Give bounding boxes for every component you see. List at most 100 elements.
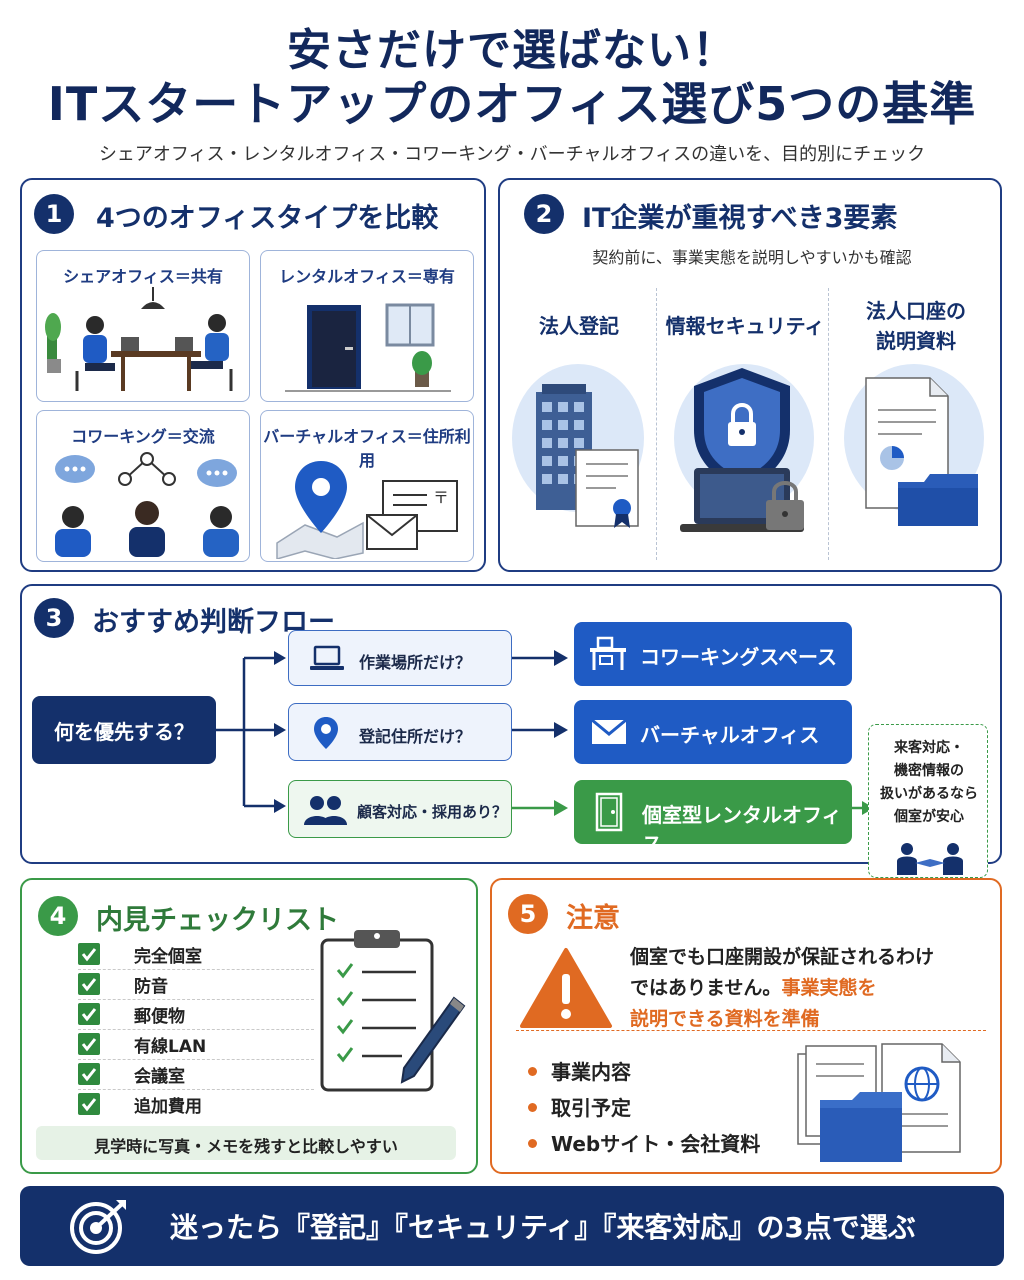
- divider: [656, 288, 657, 560]
- section2-subtitle: 契約前に、事業実態を説明しやすいかも確認: [592, 248, 912, 267]
- svg-text:〒: 〒: [433, 488, 449, 507]
- section2-panel: 2 IT企業が重視すべき3要素 契約前に、事業実態を説明しやすいかも確認 法人登…: [498, 178, 1002, 572]
- target-icon: [70, 1200, 126, 1254]
- card-rental-office: レンタルオフィス＝専有: [260, 250, 474, 402]
- door-illustration-icon: [285, 303, 451, 392]
- section5-warning: 個室でも口座開設が保証されるわけ ではありません。事業実態を 説明できる資料を準…: [630, 942, 934, 1035]
- flow-side-note: 来客対応・ 機密情報の 扱いがあるなら 個室が安心: [868, 724, 988, 878]
- flow-result-coworking-label: コワーキングスペース: [640, 645, 837, 669]
- checklist-item-label: 完全個室: [134, 947, 202, 967]
- map-pin-mail-illustration-icon: 〒: [276, 461, 458, 559]
- checklist-item[interactable]: 有線LAN: [78, 1030, 314, 1060]
- flow-start-box: 何を優先する？: [32, 696, 216, 764]
- laptop-icon: [310, 645, 344, 670]
- bullet-dot-icon: [528, 1103, 537, 1112]
- building-certificate-icon: [512, 364, 644, 528]
- checkbox-checked-icon[interactable]: [78, 973, 100, 995]
- summary-message: 迷ったら『登記』『セキュリティ』『来客対応』の3点で選ぶ: [170, 1211, 916, 1244]
- flow-side-note-text: 来客対応・ 機密情報の 扱いがあるなら 個室が安心: [869, 737, 989, 829]
- clipboard-pen-icon: [320, 930, 466, 1092]
- flow-start-label: 何を優先する？: [54, 720, 194, 744]
- checklist-item[interactable]: 郵便物: [78, 1000, 314, 1030]
- section5-panel: 5 注意 個室でも口座開設が保証されるわけ ではありません。事業実態を 説明でき…: [490, 878, 1002, 1174]
- flow-result-coworking[interactable]: コワーキングスペース: [574, 622, 852, 686]
- section2-number: 2: [524, 194, 564, 234]
- bullet-item-label: 取引予定: [551, 1096, 631, 1120]
- flow-question-address-only[interactable]: 登記住所だけ？: [288, 703, 512, 761]
- flow-side-note-line4: 個室が安心: [894, 809, 964, 825]
- section1-number: 1: [34, 194, 74, 234]
- checklist-item-label: 防音: [134, 977, 168, 997]
- coworking-illustration-icon: [55, 452, 239, 557]
- checkbox-checked-icon[interactable]: [78, 1033, 100, 1055]
- requirement-security-label: 情報セキュリティ: [665, 314, 825, 338]
- requirement-bank-docs-line2: 説明資料: [876, 329, 956, 353]
- flow-question-client-hiring[interactable]: 顧客対応・採用あり？: [288, 780, 512, 838]
- bullet-dot-icon: [528, 1067, 537, 1076]
- bullet-item: 取引予定: [528, 1092, 631, 1121]
- checklist-item[interactable]: 完全個室: [78, 940, 314, 970]
- section5-warning-highlight1: 事業実態を: [781, 977, 877, 999]
- envelope-icon: [591, 718, 627, 744]
- bullet-item: 事業内容: [528, 1056, 631, 1085]
- flow-result-private-rental-label: 個室型レンタルオフィス: [642, 803, 842, 856]
- requirement-bank-docs-line1: 法人口座の: [866, 299, 966, 323]
- section5-warning-line2: ではありません。: [630, 977, 782, 999]
- document-folder-icon: [844, 364, 984, 526]
- people-icon: [304, 796, 347, 825]
- location-pin-icon: [314, 717, 338, 749]
- card-rental-office-label: レンタルオフィス＝専有: [279, 267, 455, 286]
- checklist-item-label: 会議室: [134, 1067, 185, 1087]
- security-shield-lock-icon: [674, 364, 814, 532]
- card-virtual-office: バーチャルオフィス＝住所利用 〒: [260, 410, 474, 562]
- flow-result-private-rental[interactable]: 個室型レンタルオフィス: [574, 780, 852, 856]
- checklist-tip-text: 見学時に写真・メモを残すと比較しやすい: [94, 1137, 398, 1156]
- section5-number: 5: [508, 894, 548, 934]
- door-icon: [595, 792, 623, 832]
- checkbox-checked-icon[interactable]: [78, 1063, 100, 1085]
- page-title-line1: 安さだけで選ばない！: [287, 25, 737, 76]
- section2-title: IT企業が重視すべき3要素: [582, 203, 898, 234]
- flow-side-note-line2: 機密情報の: [894, 763, 964, 779]
- card-share-office: シェアオフィス＝共有: [36, 250, 250, 402]
- checklist-tip-box: 見学時に写真・メモを残すと比較しやすい: [36, 1126, 456, 1160]
- bullet-item-label: 事業内容: [551, 1060, 631, 1084]
- card-coworking: コワーキング＝交流: [36, 410, 250, 562]
- checkbox-checked-icon[interactable]: [78, 1003, 100, 1025]
- page-title-line2: ITスタートアップのオフィス選び5つの基準: [47, 77, 977, 131]
- flow-result-virtual[interactable]: バーチャルオフィス: [574, 700, 852, 764]
- flow-question-address-only-label: 登記住所だけ？: [359, 727, 472, 746]
- flow-side-note-line1: 来客対応・: [894, 740, 964, 756]
- bullet-item-label: Webサイト・会社資料: [551, 1132, 761, 1156]
- checklist-item-label: 追加費用: [134, 1097, 202, 1117]
- section5-title: 注意: [566, 903, 620, 934]
- section3-number: 3: [34, 598, 74, 638]
- card-share-office-label: シェアオフィス＝共有: [63, 267, 223, 286]
- flow-side-note-line3: 扱いがあるなら: [880, 786, 978, 802]
- section4-title: 内見チェックリスト: [96, 905, 339, 936]
- warning-triangle-icon: [520, 948, 612, 1028]
- desk-icon: [590, 636, 626, 670]
- flow-question-work-only-label: 作業場所だけ？: [359, 653, 472, 672]
- checklist-item[interactable]: 会議室: [78, 1060, 314, 1090]
- divider: [828, 288, 829, 560]
- requirement-bank-docs-label: 法人口座の 説明資料: [834, 296, 998, 356]
- checklist-item-label: 有線LAN: [134, 1037, 207, 1057]
- checklist-item-label: 郵便物: [134, 1007, 185, 1027]
- section4-number: 4: [38, 896, 78, 936]
- section1-panel: 1 4つのオフィスタイプを比較 シェアオフィス＝共有 レンタルオフィス＝専: [20, 178, 486, 572]
- checkbox-checked-icon[interactable]: [78, 943, 100, 965]
- flow-question-work-only[interactable]: 作業場所だけ？: [288, 630, 512, 686]
- card-virtual-office-label: バーチャルオフィス＝住所利用: [263, 427, 471, 470]
- section5-warning-highlight2: 説明できる資料を準備: [630, 1008, 820, 1030]
- page-subtitle: シェアオフィス・レンタルオフィス・コワーキング・バーチャルオフィスの違いを、目的…: [98, 144, 926, 165]
- section1-title: 4つのオフィスタイプを比較: [96, 203, 439, 234]
- checkbox-checked-icon[interactable]: [78, 1093, 100, 1115]
- flow-connectors: [216, 650, 874, 816]
- requirement-registration-label: 法人登記: [539, 314, 619, 338]
- checklist-item[interactable]: 追加費用: [78, 1090, 314, 1120]
- bullet-dot-icon: [528, 1139, 537, 1148]
- flow-question-client-hiring-label: 顧客対応・採用あり？: [357, 803, 508, 821]
- checklist-item[interactable]: 防音: [78, 970, 314, 1000]
- handshake-icon: [897, 843, 963, 875]
